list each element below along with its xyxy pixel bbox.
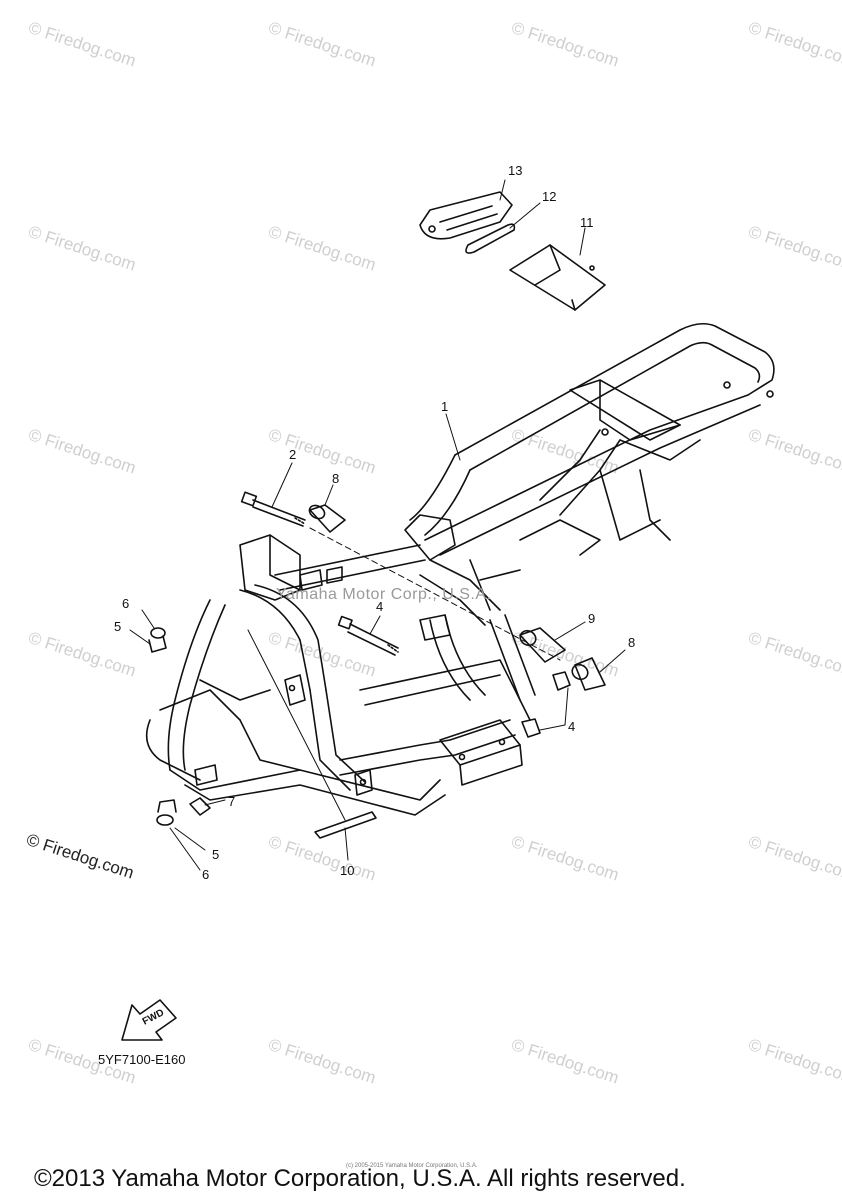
callout-8-lower: 8 bbox=[628, 635, 636, 650]
diagram-watermark: Yamaha Motor Corp., U.S.A. bbox=[276, 586, 492, 603]
part-11-pouch bbox=[509, 227, 606, 311]
callout-3: 4 bbox=[376, 599, 384, 614]
copyright-notice: ©2013 Yamaha Motor Corporation, U.S.A. A… bbox=[34, 1165, 686, 1192]
part-8-collar-lower bbox=[571, 649, 626, 691]
callout-6-lower: 6 bbox=[202, 867, 210, 882]
part-5-6-7-lower bbox=[156, 797, 226, 871]
callout-6-upper: 6 bbox=[122, 596, 130, 611]
part-2-bolt bbox=[240, 462, 561, 661]
callout-8-upper: 8 bbox=[332, 471, 340, 486]
part-12-band bbox=[465, 202, 541, 254]
small-print: (c) 2005-2015 Yamaha Motor Corporation, … bbox=[346, 1163, 478, 1169]
part-3-bolt bbox=[337, 615, 399, 656]
part-13-bracket bbox=[419, 179, 513, 240]
callout-1: 1 bbox=[441, 399, 449, 414]
part-4-nuts bbox=[521, 671, 571, 738]
leader-1 bbox=[445, 413, 461, 461]
callout-12: 12 bbox=[542, 189, 557, 204]
callout-11: 11 bbox=[580, 215, 594, 230]
diagram-code: 5YF7100-E160 bbox=[98, 1052, 186, 1067]
part-8-collar-upper bbox=[308, 484, 346, 533]
callout-4: 4 bbox=[568, 719, 576, 734]
callout-5-lower: 5 bbox=[212, 847, 220, 862]
part-5-6-upper bbox=[129, 609, 167, 653]
callout-5-upper: 5 bbox=[114, 619, 122, 634]
callout-9: 9 bbox=[588, 611, 596, 626]
part-10-plate bbox=[247, 629, 377, 861]
main-frame bbox=[145, 429, 701, 816]
callout-7: 7 bbox=[228, 794, 236, 809]
callout-2: 2 bbox=[289, 447, 297, 462]
fwd-arrow-icon bbox=[121, 999, 177, 1041]
callout-13: 13 bbox=[508, 163, 523, 178]
part-9-collar bbox=[519, 621, 586, 663]
rear-rack bbox=[424, 322, 775, 556]
callout-10: 10 bbox=[340, 863, 355, 878]
